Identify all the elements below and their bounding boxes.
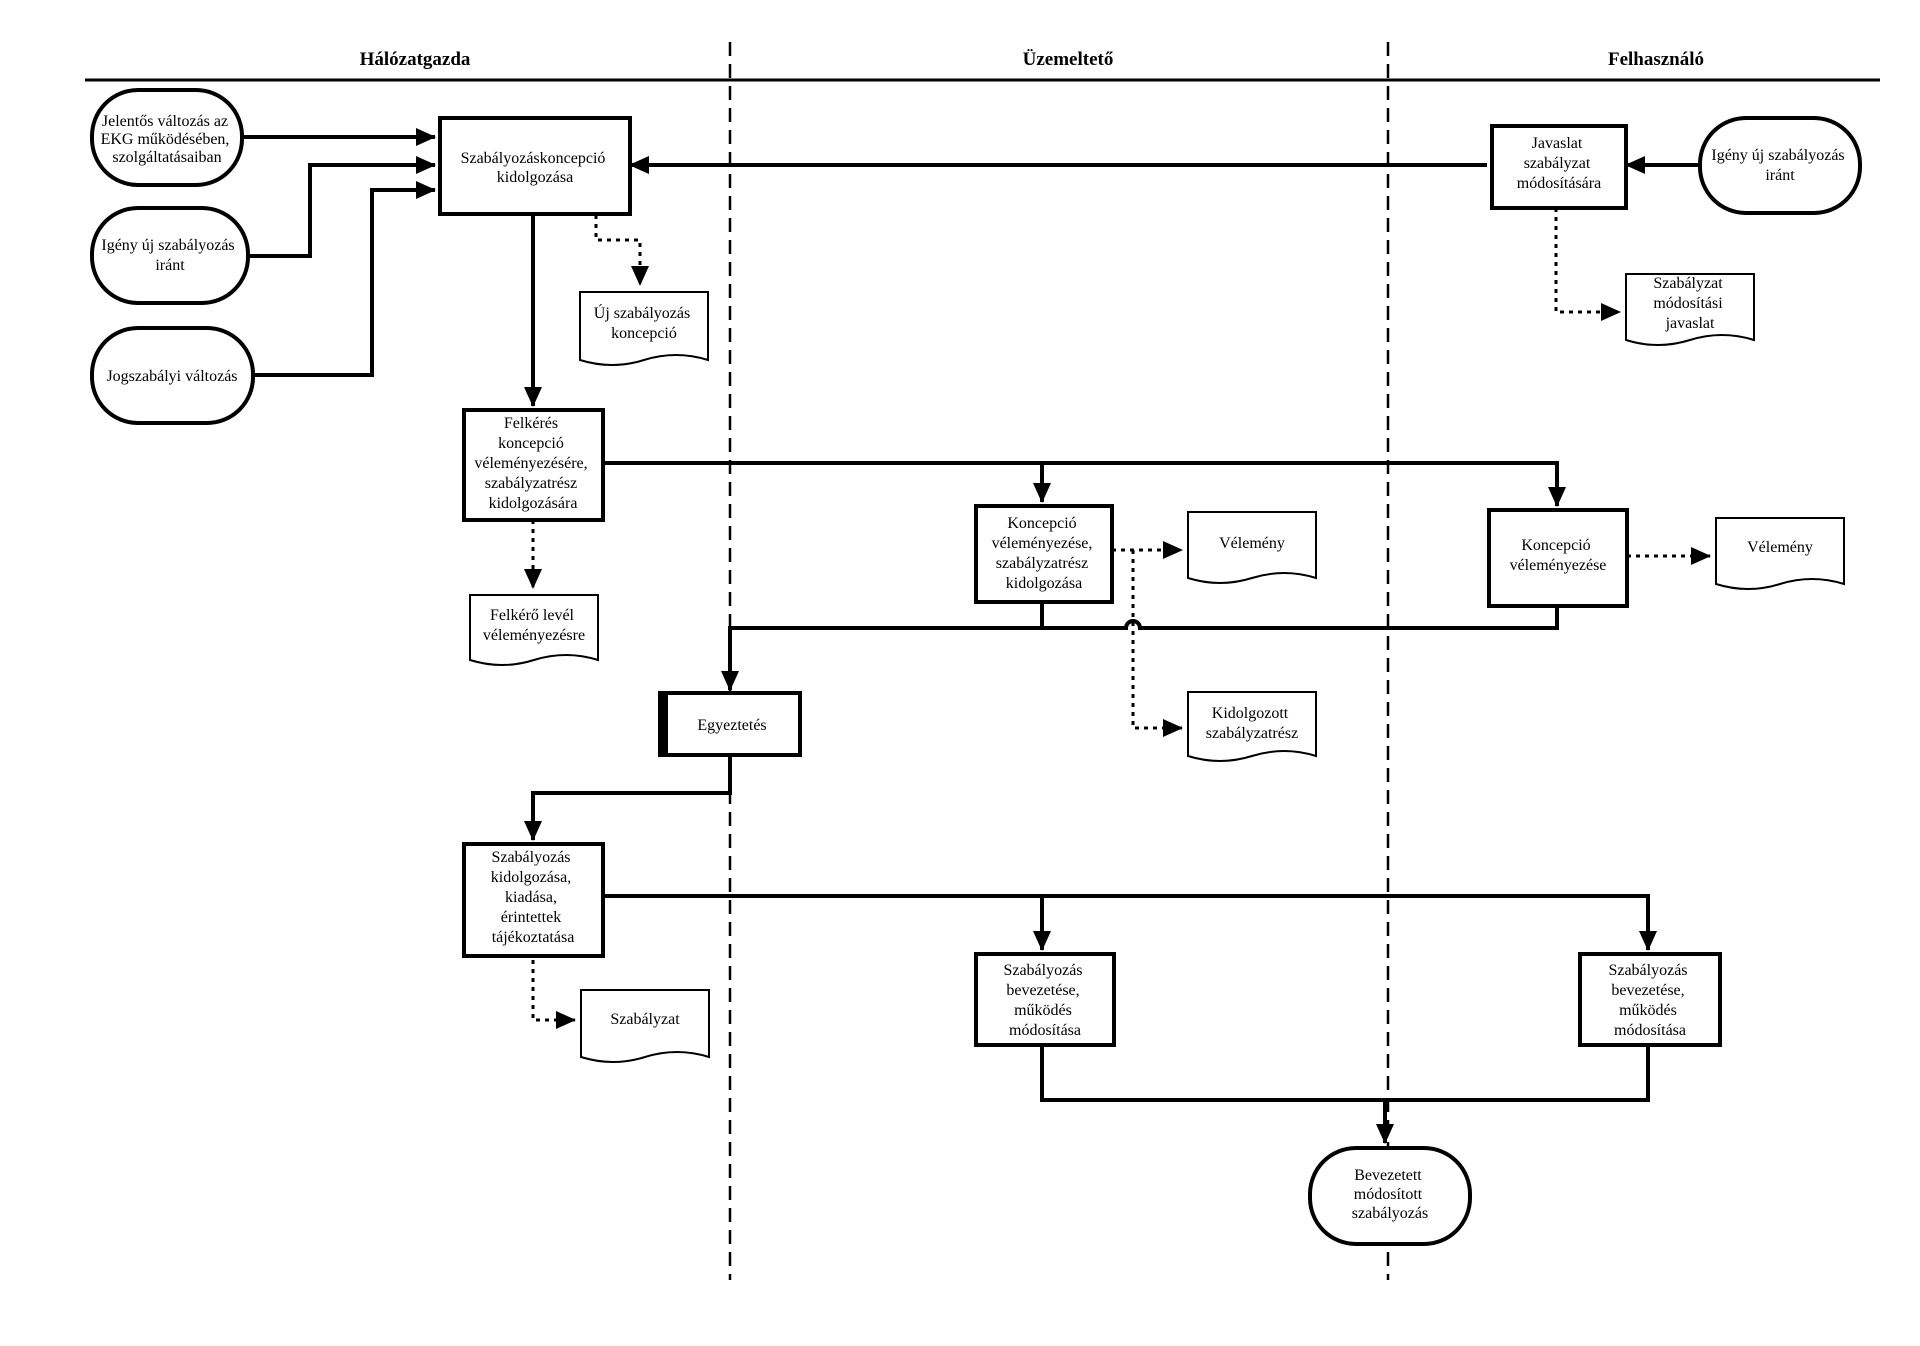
connectors [242,128,1711,1144]
svg-text:Szabályozás bevezetése,: Szabályozás bevezetése, működés módosítá… [1003,962,1086,1039]
svg-text:Igény új szabályozás irá: Igény új szabályozás iránt [1711,147,1848,184]
lane-title-halozatgazda: Hálózatgazda [360,49,471,70]
terminator-new-regulation-request-right: Igény új szabályozás iránt [1698,116,1862,215]
lane-title-felhasznalo: Felhasználó [1608,49,1704,70]
terminator-implemented-regulation: Bevezetett módosított szabályozás [1308,1146,1472,1246]
svg-text:Szabályzat: Szabályzat [610,1011,680,1028]
document-new-concept: Új szabályozás koncepció [579,291,709,366]
process-regulation-issue: Szabályozás kidolgozása, kiadása, érinte… [462,842,605,958]
document-opinion-user: Vélemény [1715,517,1845,590]
svg-text:Vélemény: Vélemény [1219,535,1285,552]
document-modification-proposal: Szabályzat módosítási javaslat [1625,273,1755,346]
process-opinion-operator: Koncepció véleményezése, szabályzatrész … [974,504,1114,604]
process-implementation-operator: Szabályozás bevezetése, működés módosítá… [974,952,1116,1047]
lane-title-uzemelteto: Üzemeltető [1023,49,1114,70]
process-opinion-user: Koncepció véleményezése [1487,508,1629,608]
process-request-opinion: Felkérés koncepció véleményezésére, szab… [462,408,605,522]
process-implementation-user: Szabályozás bevezetése, működés módosítá… [1578,952,1722,1047]
document-completed-section: Kidolgozott szabályzatrész [1187,691,1317,762]
swimlane-header: Hálózatgazda Üzemeltető Felhasználó [85,49,1880,82]
svg-text:Koncepció véleményezése,: Koncepció véleményezése, szabályzatrész … [992,515,1097,592]
svg-text:Igény új szabályozás irá: Igény új szabályozás iránt [101,237,238,274]
svg-text:Szabályzat módosítási: Szabályzat módosítási javaslat [1653,275,1726,332]
terminator-ekg-change: Jelentős változás az EKG működésében, sz… [90,88,244,187]
svg-text:Jelentős változás az EKG: Jelentős változás az EKG működésében, sz… [101,113,234,166]
svg-text:Jogszabályi változás: Jogszabályi változás [106,368,237,385]
svg-text:Felkérő levél véleményez: Felkérő levél véleményezésre [483,607,585,644]
svg-text:Bevezetett módosított: Bevezetett módosított szabályozás [1352,1167,1428,1222]
svg-text:Szabályozás bevezetése,: Szabályozás bevezetése, működés módosítá… [1608,962,1691,1039]
svg-text:Vélemény: Vélemény [1747,539,1813,556]
document-request-letter: Felkérő levél véleményezésre [469,594,599,666]
svg-text:Új szabályozás koncepció: Új szabályozás koncepció [594,303,694,342]
svg-text:Javaslat szabályzat: Javaslat szabályzat módosítására [1517,135,1601,192]
svg-text:Felkérés koncepció: Felkérés koncepció véleményezésére, szab… [474,415,591,512]
svg-text:Szabályozáskoncepció kid: Szabályozáskoncepció kidolgozása [461,150,610,186]
svg-text:Egyeztetés: Egyeztetés [697,717,766,734]
terminator-new-regulation-request-left: Igény új szabályozás iránt [90,206,250,305]
process-reconciliation: Egyeztetés [658,691,802,757]
terminator-legal-change: Jogszabályi változás [90,326,255,425]
process-proposal: Javaslat szabályzat módosítására [1490,124,1628,210]
document-regulation: Szabályzat [580,989,710,1063]
process-concept-development: Szabályozáskoncepció kidolgozása [438,116,632,216]
svg-text:Koncepció véleményezése: Koncepció véleményezése [1510,537,1607,574]
svg-text:Szabályozás kidolgozása,: Szabályozás kidolgozása, kiadása, érinte… [491,849,575,946]
svg-text:Kidolgozott szabályzatré: Kidolgozott szabályzatrész [1206,705,1298,742]
document-opinion-operator: Vélemény [1187,511,1317,584]
